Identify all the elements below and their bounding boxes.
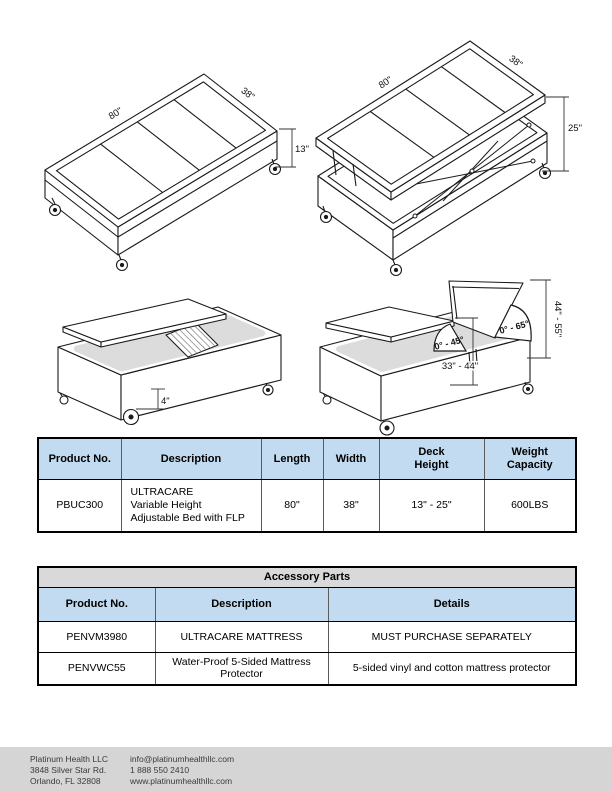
head-range-label: 44" - 55"	[552, 301, 563, 337]
contact-phone: 1 888 550 2410	[130, 765, 190, 775]
spec-product-no: PBUC300	[37, 478, 122, 533]
casters	[322, 381, 534, 436]
company-name: Platinum Health LLC	[30, 754, 108, 764]
angle-fan-head	[494, 304, 532, 342]
accessory-row: PENVWC55 Water-Proof 5-Sided Mattress Pr…	[37, 651, 577, 686]
dim-width-label: 38"	[239, 85, 257, 102]
diagram-bed-angles: 0° - 45° 0° - 65° 33" - 44" 44" - 55"	[319, 279, 563, 436]
deck-panel-line	[441, 66, 506, 113]
footer-contact-block: info@platinumhealthllc.com 1 888 550 241…	[130, 754, 234, 787]
casters	[48, 158, 282, 272]
spec-header-weight-capacity: Weight Capacity	[483, 437, 577, 480]
deck-rim	[327, 48, 534, 185]
accessory-table: Accessory Parts Product No. Description …	[37, 566, 577, 686]
bed-deck-rim	[55, 81, 267, 220]
accessory-details: 5-sided vinyl and cotton mattress protec…	[327, 651, 577, 686]
spec-header-deck-height: Deck Height	[378, 437, 485, 480]
spec-width: 38"	[322, 478, 380, 533]
scissor-mechanism	[408, 122, 536, 219]
accessory-description: ULTRACARE MATTRESS	[154, 620, 329, 653]
contact-website[interactable]: www.platinumhealthllc.com	[130, 776, 233, 786]
contact-email[interactable]: info@platinumhealthllc.com	[130, 754, 235, 764]
accessory-details: MUST PURCHASE SEPARATELY	[327, 620, 577, 653]
dim-length-label: 80"	[377, 75, 395, 92]
deck-top	[315, 40, 546, 193]
spec-length: 80"	[260, 478, 324, 533]
deck-panel-line	[369, 111, 435, 158]
accessory-row: PENVM3980 ULTRACARE MATTRESS MUST PURCHA…	[37, 620, 577, 653]
footer-company-block: Platinum Health LLC 3848 Silver Star Rd.…	[30, 754, 108, 787]
accessory-header-row: Product No. Description Details	[37, 586, 577, 622]
angle-fan-leg	[433, 323, 468, 352]
dim-width-label: 38"	[507, 53, 525, 70]
accessory-description: Water-Proof 5-Sided Mattress Protector	[154, 651, 329, 686]
accessory-header-description: Description	[154, 586, 329, 622]
company-street: 3848 Silver Star Rd.	[30, 765, 107, 775]
accessory-table-title: Accessory Parts	[37, 566, 577, 588]
diagram-bed-raised: 80" 38" 25"	[315, 40, 582, 277]
deck-panel-line	[405, 88, 470, 136]
spec-header-width: Width	[322, 437, 380, 480]
spec-data-row: PBUC300 ULTRACARE Variable Height Adjust…	[37, 478, 577, 533]
deck-panel-line	[100, 143, 163, 193]
accessory-header-product-no: Product No.	[37, 586, 156, 622]
casters	[59, 382, 274, 426]
diagram-bed-mattress: 4"	[57, 298, 282, 426]
spec-weight-capacity: 600LBS	[483, 478, 577, 533]
accessory-product-no: PENVM3980	[37, 620, 156, 653]
dim-height-label: 25"	[568, 123, 582, 134]
footer-bar: Platinum Health LLC 3848 Silver Star Rd.…	[0, 747, 612, 792]
spec-header-length: Length	[260, 437, 324, 480]
bed-deck-top	[44, 73, 278, 228]
spec-description: ULTRACARE Variable Height Adjustable Bed…	[120, 478, 262, 533]
accessory-header-details: Details	[327, 586, 577, 622]
deck-panel-line	[137, 121, 200, 171]
deck-panel-line	[173, 99, 237, 149]
diagram-bed-lowered: 80" 38" 13"	[44, 73, 309, 272]
deck-range-label: 33" - 44"	[442, 361, 478, 372]
accessory-title-row: Accessory Parts	[37, 566, 577, 588]
spec-table: Product No. Description Length Width Dec…	[37, 437, 577, 533]
spec-deck-height: 13" - 25"	[378, 478, 485, 533]
accessory-product-no: PENVWC55	[37, 651, 156, 686]
backrest-panel	[448, 280, 524, 339]
spec-header-row: Product No. Description Length Width Dec…	[37, 437, 577, 480]
dim-clearance-label: 4"	[161, 396, 170, 407]
spec-header-description: Description	[120, 437, 262, 480]
dim-height-label: 13"	[295, 144, 309, 155]
dim-length-label: 80"	[107, 106, 125, 123]
spec-header-product-no: Product No.	[37, 437, 122, 480]
lid-top	[62, 298, 227, 343]
company-city: Orlando, FL 32808	[30, 776, 101, 786]
